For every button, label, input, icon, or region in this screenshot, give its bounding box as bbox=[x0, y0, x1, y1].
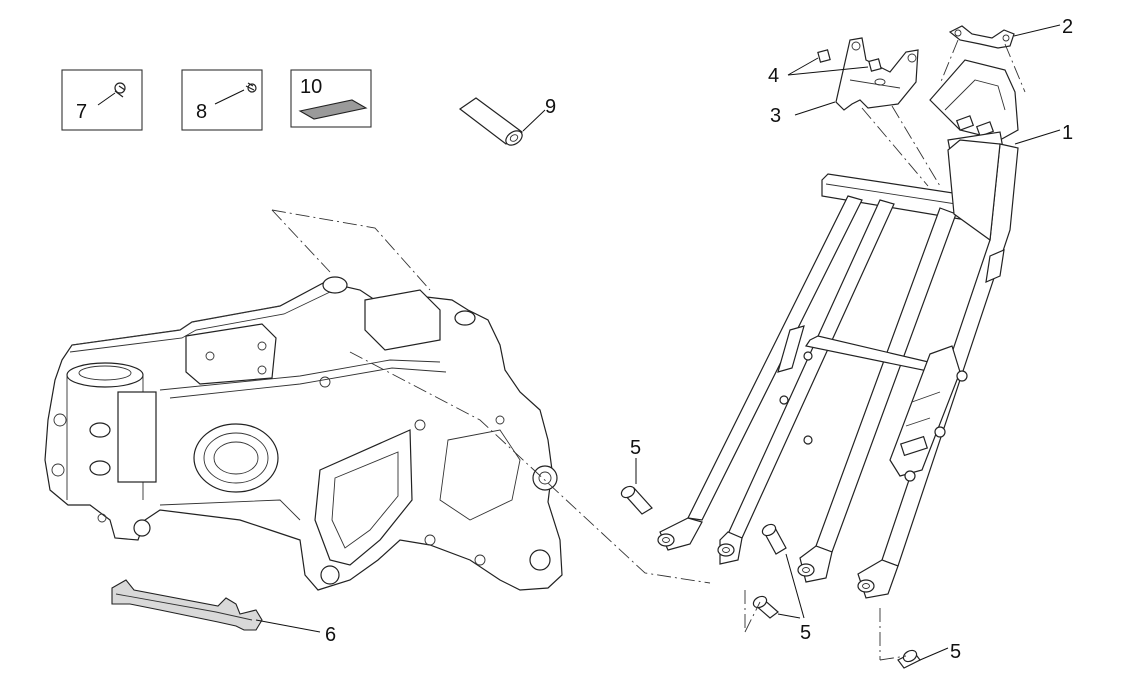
callout-5-middle: 5 bbox=[800, 622, 811, 644]
assembly-lines-left bbox=[271, 209, 711, 584]
screw-8-icon bbox=[245, 82, 257, 93]
part-box-8[interactable]: 8 bbox=[181, 69, 263, 131]
callout-10: 10 bbox=[300, 76, 322, 98]
nuts-4[interactable]: 4 bbox=[768, 49, 882, 87]
mounting-bracket-3[interactable]: 3 bbox=[770, 37, 919, 127]
callout-5-top: 5 bbox=[630, 437, 641, 459]
callout-8: 8 bbox=[196, 101, 207, 123]
callout-1: 1 bbox=[1062, 122, 1073, 144]
bolt-5c[interactable]: 5 bbox=[897, 641, 961, 669]
top-bracket-2[interactable]: 2 bbox=[948, 16, 1073, 49]
callout-6: 6 bbox=[325, 624, 336, 646]
nut-4a-icon bbox=[817, 49, 831, 63]
callout-9: 9 bbox=[545, 96, 556, 118]
rail-end-3 bbox=[797, 545, 833, 583]
screw-7-icon bbox=[114, 82, 126, 98]
rail-end-1 bbox=[657, 517, 703, 551]
main-frame[interactable] bbox=[44, 276, 563, 591]
part-box-10[interactable]: 10 bbox=[290, 69, 372, 128]
callout-2: 2 bbox=[1062, 16, 1073, 38]
assembly-lines-5 bbox=[744, 590, 907, 661]
assembly-lines-top bbox=[939, 39, 1026, 93]
callout-3: 3 bbox=[770, 105, 781, 127]
nut-4b-icon bbox=[868, 58, 882, 72]
callout-5-bottom: 5 bbox=[950, 641, 961, 663]
rear-subframe-1[interactable]: 1 bbox=[657, 59, 1073, 599]
pad-10-icon bbox=[298, 99, 368, 120]
rail-end-4 bbox=[857, 559, 899, 599]
part-box-7[interactable]: 7 bbox=[61, 69, 143, 131]
spacer-tube-9[interactable]: 9 bbox=[458, 96, 556, 148]
rail-end-2 bbox=[717, 531, 743, 565]
assembly-lines-3 bbox=[861, 105, 941, 187]
bracket-6[interactable]: 6 bbox=[111, 579, 336, 646]
callout-7: 7 bbox=[76, 101, 87, 123]
bolt-5a[interactable]: 5 bbox=[619, 437, 653, 515]
bolt-5b[interactable]: 5 bbox=[751, 522, 811, 644]
callout-4: 4 bbox=[768, 65, 779, 87]
